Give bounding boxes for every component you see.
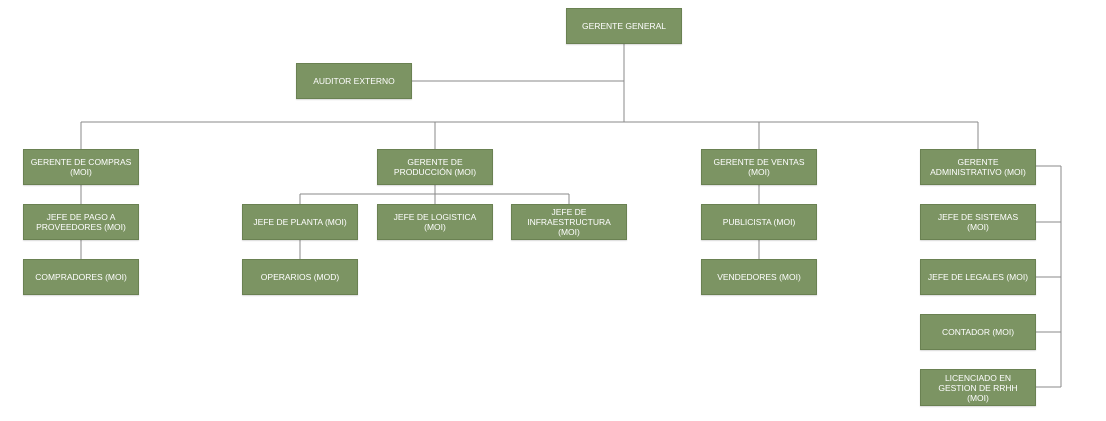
node-label: AUDITOR EXTERNO xyxy=(313,76,395,86)
node-label: JEFE DE LEGALES (MOI) xyxy=(927,272,1029,282)
node-gerente-ventas: GERENTE DE VENTAS (MOI) xyxy=(701,149,817,185)
node-label: GERENTE DE PRODUCCIÓN (MOI) xyxy=(393,157,477,177)
node-jefe-pago-proveedores: JEFE DE PAGO A PROVEEDORES (MOI) xyxy=(23,204,139,240)
node-jefe-planta: JEFE DE PLANTA (MOI) xyxy=(242,204,358,240)
node-publicista: PUBLICISTA (MOI) xyxy=(701,204,817,240)
node-compradores: COMPRADORES (MOI) xyxy=(23,259,139,295)
node-label: CONTADOR (MOI) xyxy=(941,327,1015,337)
node-contador: CONTADOR (MOI) xyxy=(920,314,1036,350)
node-operarios: OPERARIOS (MOD) xyxy=(242,259,358,295)
node-label: PUBLICISTA (MOI) xyxy=(722,217,796,227)
node-label: LICENCIADO EN GESTION DE RRHH (MOI) xyxy=(938,372,1018,403)
node-gerente-compras: GERENTE DE COMPRAS (MOI) xyxy=(23,149,139,185)
node-label: JEFE DE PLANTA (MOI) xyxy=(253,217,347,227)
node-auditor-externo: AUDITOR EXTERNO xyxy=(296,63,412,99)
node-licenciado-rrhh: LICENCIADO EN GESTION DE RRHH (MOI) xyxy=(920,369,1036,406)
node-vendedores: VENDEDORES (MOI) xyxy=(701,259,817,295)
node-label: GERENTE GENERAL xyxy=(581,21,667,31)
node-label: GERENTE DE VENTAS (MOI) xyxy=(713,157,805,177)
node-jefe-infraestructura: JEFE DE INFRAESTRUCTURA (MOI) xyxy=(511,204,627,240)
node-label: JEFE DE SISTEMAS (MOI) xyxy=(937,212,1019,232)
node-label: JEFE DE LOGISTICA (MOI) xyxy=(393,212,477,232)
node-label: JEFE DE PAGO A PROVEEDORES (MOI) xyxy=(36,212,126,232)
node-label: GERENTE ADMINISTRATIVO (MOI) xyxy=(930,157,1026,177)
node-label: JEFE DE INFRAESTRUCTURA (MOI) xyxy=(527,207,611,237)
node-gerente-administrativo: GERENTE ADMINISTRATIVO (MOI) xyxy=(920,149,1036,185)
node-gerente-produccion: GERENTE DE PRODUCCIÓN (MOI) xyxy=(377,149,493,185)
node-jefe-sistemas: JEFE DE SISTEMAS (MOI) xyxy=(920,204,1036,240)
node-label: OPERARIOS (MOD) xyxy=(260,272,340,282)
node-label: VENDEDORES (MOI) xyxy=(717,272,801,282)
node-label: COMPRADORES (MOI) xyxy=(35,272,127,282)
node-jefe-logistica: JEFE DE LOGISTICA (MOI) xyxy=(377,204,493,240)
node-label: GERENTE DE COMPRAS (MOI) xyxy=(30,157,132,177)
node-gerente-general: GERENTE GENERAL xyxy=(566,8,682,44)
node-jefe-legales: JEFE DE LEGALES (MOI) xyxy=(920,259,1036,295)
